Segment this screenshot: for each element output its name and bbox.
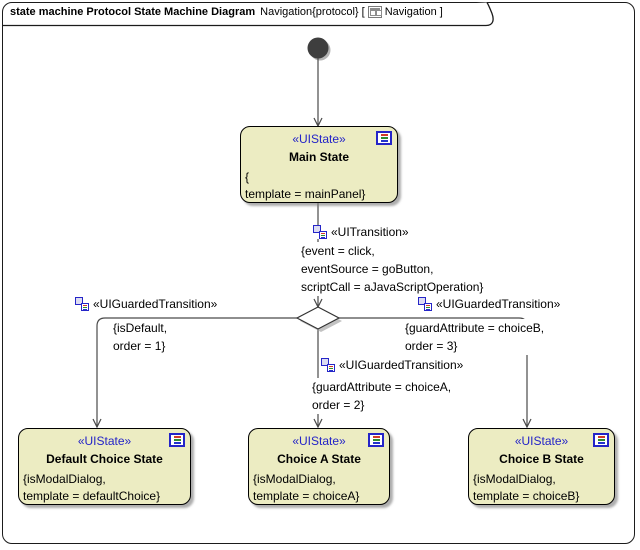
transition-constraint-to-choice-b[interactable]: {guardAttribute = choiceB, order = 3}	[403, 319, 547, 355]
transition-label-to-default-choice[interactable]: «UIGuardedTransition»	[73, 297, 220, 311]
constraint-line: {event = click,	[301, 244, 375, 258]
constraint-line: order = 3}	[405, 339, 458, 353]
state-constraint-line: template = choiceB}	[473, 489, 580, 503]
transition-stereotype: «UITransition»	[331, 225, 409, 239]
stereotype-badge-icon	[75, 297, 89, 311]
state-name: Choice B State	[499, 452, 584, 466]
state-constraint-line: template = choiceA}	[253, 489, 360, 503]
state-stereotype: «UIState»	[77, 434, 132, 448]
stereotype-badge-icon	[321, 358, 335, 372]
compartment-icon[interactable]	[169, 433, 185, 447]
constraint-line: eventSource = goButton,	[301, 262, 434, 276]
compartment-icon[interactable]	[376, 131, 392, 145]
arrowhead-icon	[522, 418, 532, 429]
stereotype-badge-icon	[313, 225, 327, 239]
state-name: Default Choice State	[46, 452, 163, 466]
state-constraint-line: template = defaultChoice}	[23, 489, 161, 503]
diagram-title: state machine Protocol State Machine Dia…	[10, 6, 443, 18]
state-default-choice[interactable]: «UIState» Default Choice State {isModalD…	[18, 428, 191, 505]
constraint-line: {guardAttribute = choiceA,	[312, 380, 452, 394]
arrowhead-icon	[92, 418, 102, 429]
constraint-line: order = 2}	[312, 398, 365, 412]
navigation-diagram-icon[interactable]	[367, 6, 382, 18]
state-choice-b[interactable]: «UIState» Choice B State {isModalDialog,…	[468, 428, 615, 505]
choice-pseudostate[interactable]	[295, 306, 341, 330]
initial-state-node[interactable]	[307, 37, 329, 59]
state-constraint-line: {isModalDialog,	[23, 472, 106, 486]
transition-label-main-to-choicepoint[interactable]: «UITransition»	[311, 225, 411, 239]
transition-label-to-choice-a[interactable]: «UIGuardedTransition»	[319, 358, 466, 372]
transition-stereotype: «UIGuardedTransition»	[93, 297, 218, 311]
state-choice-a[interactable]: «UIState» Choice A State {isModalDialog,…	[248, 428, 390, 505]
state-constraint-line: {isModalDialog,	[253, 472, 336, 486]
transition-stereotype: «UIGuardedTransition»	[339, 358, 464, 372]
state-stereotype: «UIState»	[514, 434, 569, 448]
diagram-kind-title: state machine Protocol State Machine Dia…	[10, 6, 256, 18]
transition-stereotype: «UIGuardedTransition»	[436, 297, 561, 311]
state-stereotype: «UIState»	[292, 434, 346, 448]
state-name: Choice A State	[277, 452, 361, 466]
state-constraint-line: {	[245, 170, 250, 184]
constraint-line: order = 1}	[113, 339, 166, 353]
state-name: Main State	[288, 150, 349, 164]
constraint-line: {guardAttribute = choiceB,	[405, 321, 545, 335]
state-main[interactable]: «UIState» Main State { template = mainPa…	[240, 126, 398, 203]
constraint-line: scriptCall = aJavaScriptOperation}	[301, 280, 484, 294]
state-constraint-line: {isModalDialog,	[473, 472, 556, 486]
transition-to-default-choice[interactable]	[92, 317, 297, 429]
arrowhead-icon	[313, 418, 323, 429]
state-constraint-line: template = mainPanel}	[245, 187, 366, 201]
transition-initial-to-main[interactable]	[313, 58, 323, 128]
transition-label-to-choice-b[interactable]: «UIGuardedTransition»	[416, 297, 563, 311]
state-stereotype: «UIState»	[292, 132, 346, 146]
compartment-icon[interactable]	[593, 433, 609, 447]
compartment-icon[interactable]	[368, 433, 384, 447]
transition-constraint-main-to-choicepoint[interactable]: {event = click, eventSource = goButton, …	[299, 242, 486, 296]
diagram-context: Navigation{protocol} [	[260, 6, 365, 18]
constraint-line: {isDefault,	[113, 321, 168, 335]
transition-constraint-to-choice-a[interactable]: {guardAttribute = choiceA, order = 2}	[310, 378, 454, 414]
transition-constraint-to-default-choice[interactable]: {isDefault, order = 1}	[111, 319, 170, 355]
stereotype-badge-icon	[418, 297, 432, 311]
diagram-nav-label[interactable]: Navigation ]	[384, 6, 443, 18]
